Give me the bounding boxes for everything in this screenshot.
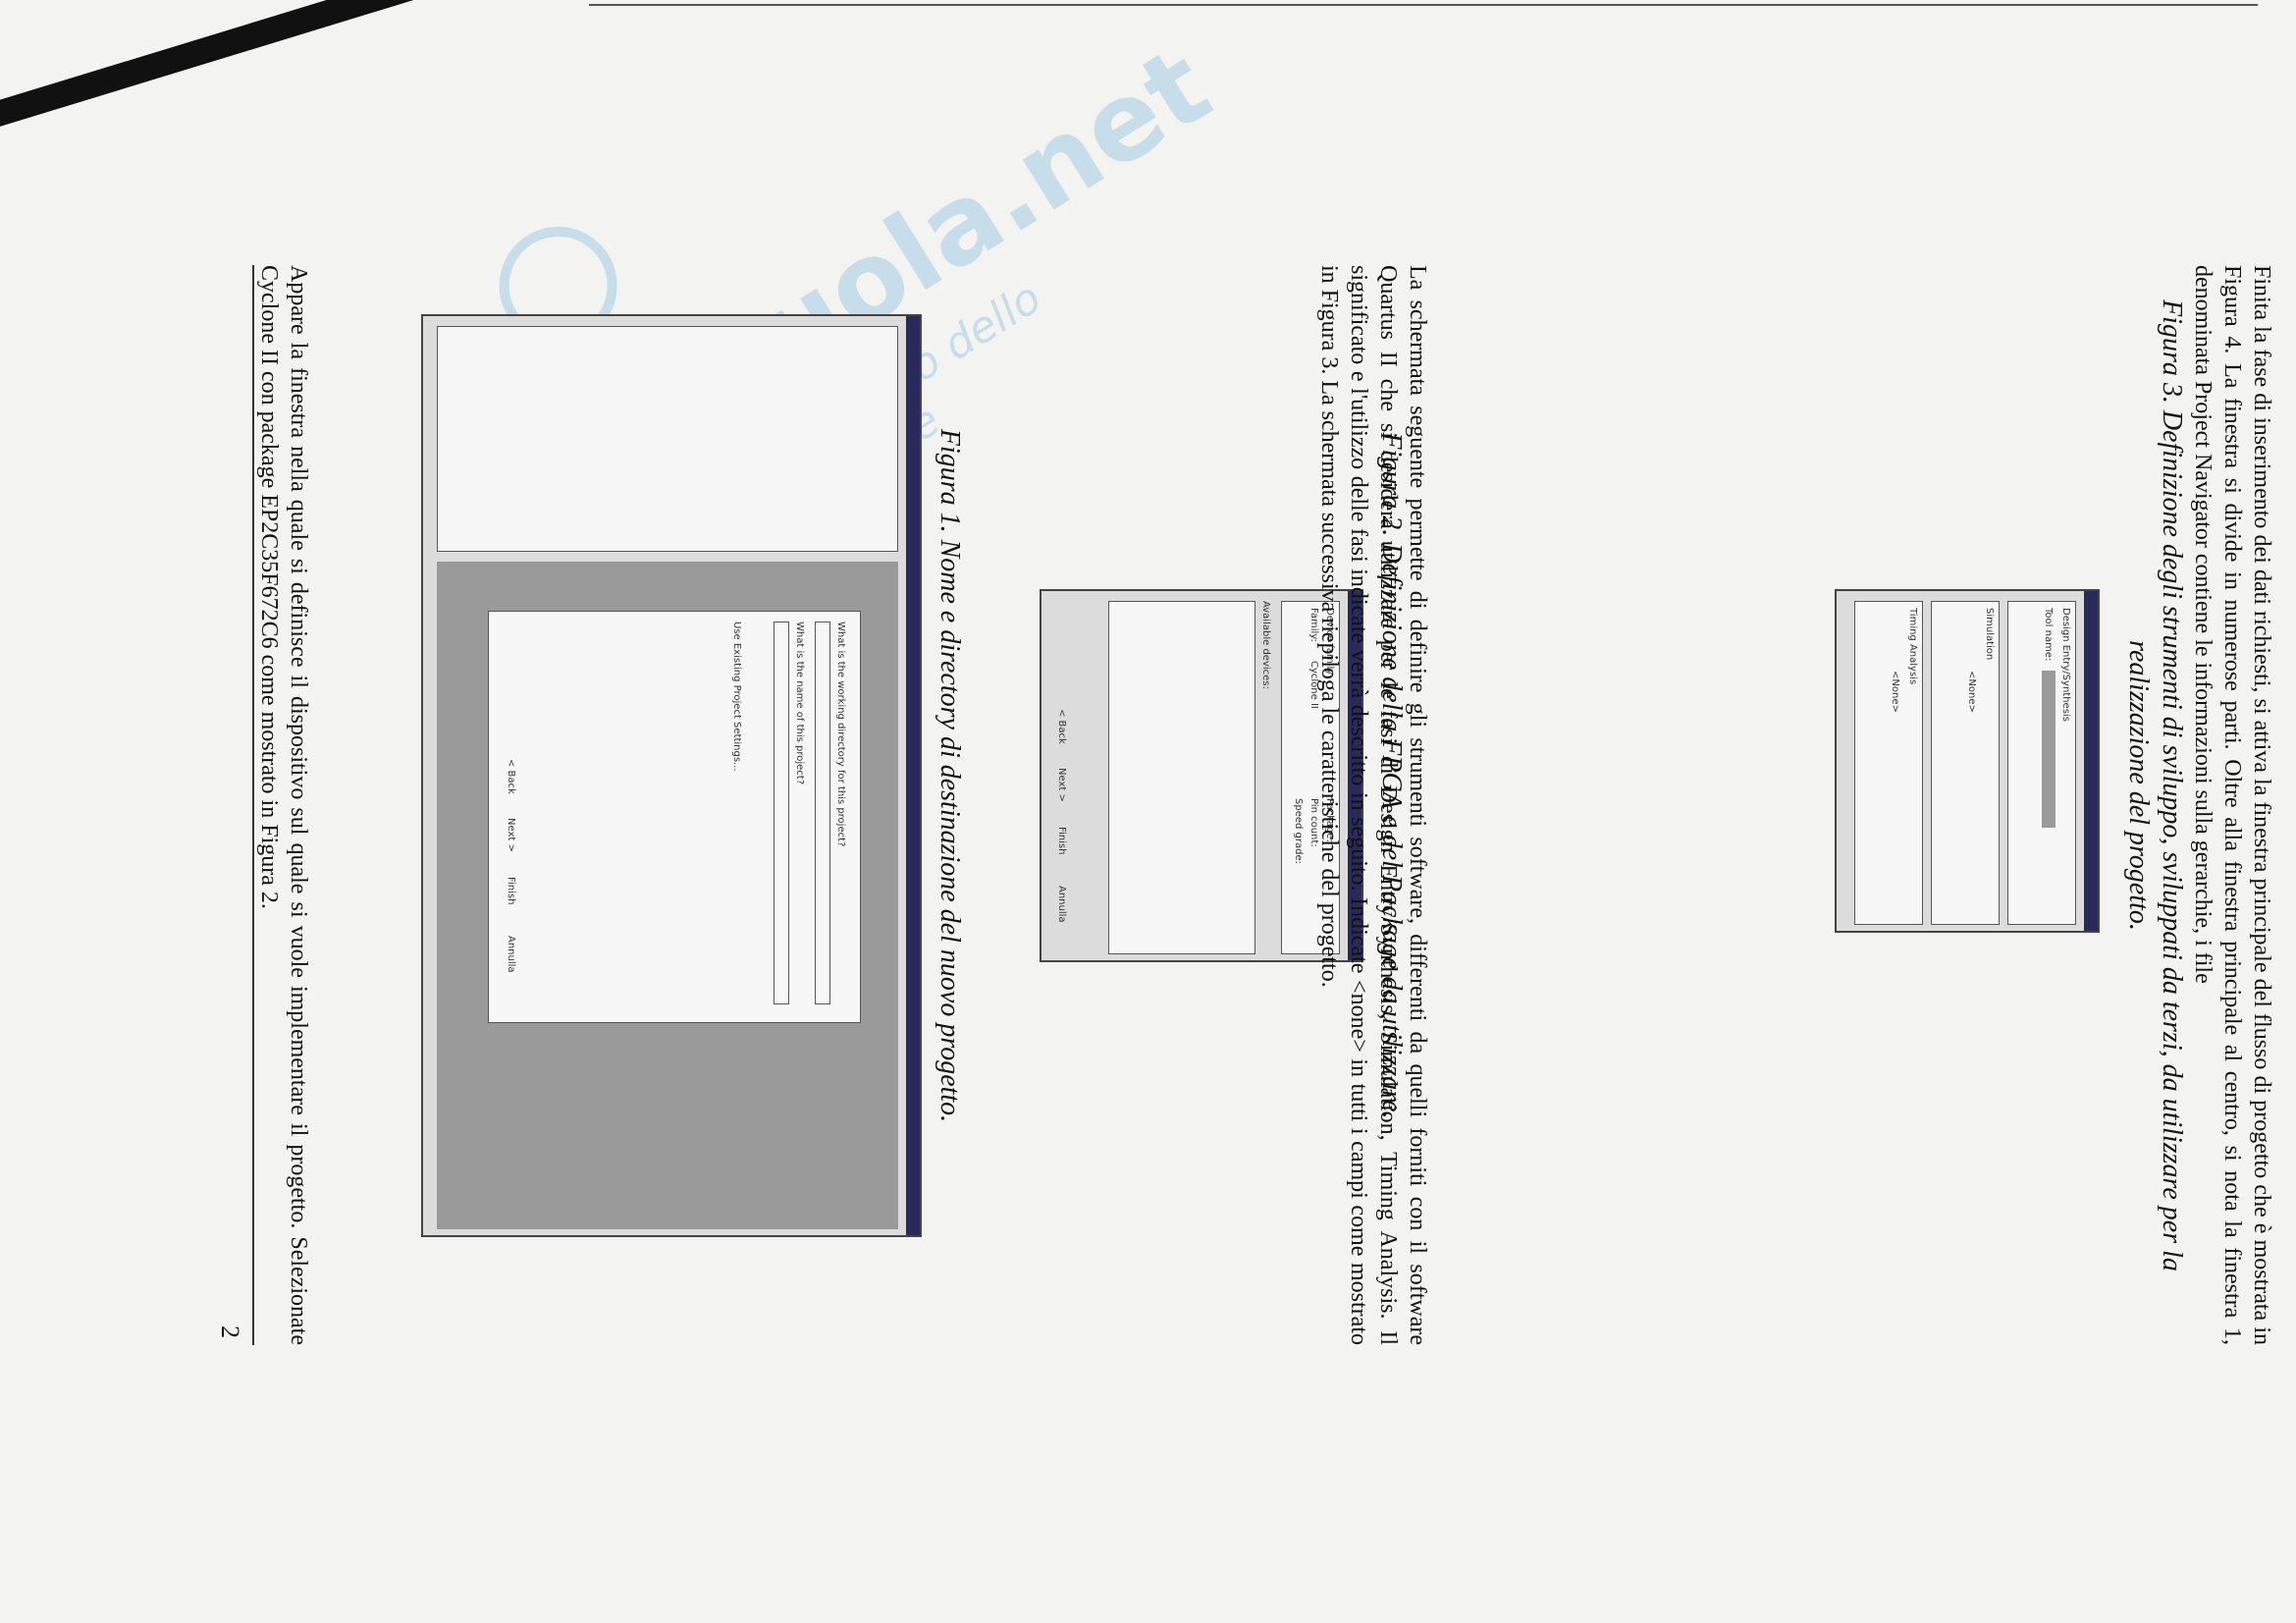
paragraph-2: La schermata seguente permette di defini… [1316, 265, 1430, 1345]
working-directory-field [815, 622, 830, 1004]
simulation-group: Simulation <None> [1931, 601, 2000, 925]
project-navigator-panel [437, 326, 898, 552]
design-entry-group: Design Entry/Synthesis Tool name: [2007, 601, 2076, 925]
window-titlebar [906, 316, 920, 1235]
scan-top-line [589, 4, 2258, 6]
project-name-field [774, 622, 789, 1004]
paragraph-1: Appare la finestra nella quale si defini… [256, 265, 311, 1345]
figure-1-screenshot: What is the working directory for this p… [421, 314, 922, 1237]
figure-1-caption: Figura 1. Nome e directory di destinazio… [934, 428, 965, 1123]
scan-artifact [0, 0, 2296, 295]
page-number: 2 [216, 1325, 244, 1338]
new-project-dialog: What is the working directory for this p… [488, 611, 861, 1023]
tool-name-selected [2042, 671, 2056, 828]
figure-3-caption: Figura 3. Definizione degli strumenti di… [2123, 299, 2187, 1271]
paragraph-3: Finita la fase di inserimento dei dati r… [2190, 265, 2274, 1345]
available-devices-table [1108, 601, 1255, 954]
figure-3-screenshot: Design Entry/Synthesis Tool name: Simula… [1835, 589, 2100, 933]
window-titlebar [2084, 591, 2098, 931]
timing-analysis-group: Timing Analysis <None> [1854, 601, 1923, 925]
